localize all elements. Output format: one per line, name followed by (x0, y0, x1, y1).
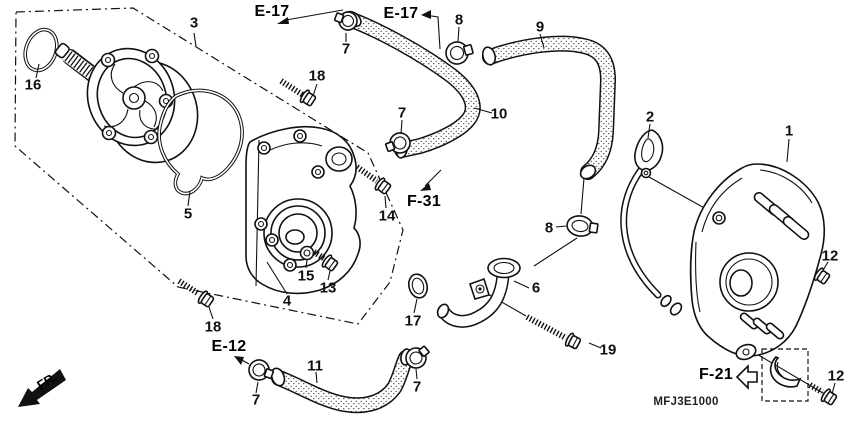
hose-clamp-8a (445, 41, 474, 65)
bolt-19 (525, 314, 582, 350)
water-pipe-6 (436, 257, 521, 328)
hose-clamp-7b (384, 132, 411, 154)
sprocket-cover-1 (689, 163, 826, 361)
pump-housing-4 (245, 125, 361, 295)
water-hose-11 (270, 348, 414, 414)
bracket-2 (620, 129, 683, 316)
washer-15 (299, 245, 315, 261)
bolt-12-lower (808, 382, 838, 406)
impeller-assembly-3 (54, 42, 199, 164)
hose-clamp-7c (405, 345, 430, 369)
water-hose-10 (344, 10, 481, 159)
leader-lines (35, 26, 836, 395)
bolt-13 (312, 249, 339, 272)
hose-clamp-7d (248, 359, 275, 381)
e17-right-arrow (421, 10, 441, 50)
water-hose-9 (481, 35, 617, 180)
bolt-14 (355, 164, 392, 195)
e17-left-arrow (277, 9, 344, 24)
f31-arrow (420, 169, 442, 191)
assembly-outline-box-3 (14, 7, 404, 325)
hose-clamp-8b (566, 215, 599, 237)
hose-clamp-7a (333, 11, 358, 31)
gasket-5 (157, 88, 244, 196)
seal-ring-17 (407, 273, 429, 299)
bolt-18-lower (177, 278, 215, 308)
f21-arrow (735, 364, 758, 390)
fr-direction-arrow (18, 369, 66, 407)
bolt-18-upper (279, 78, 317, 107)
e12-arrow (234, 356, 250, 365)
f21-bracket-box (761, 348, 809, 402)
